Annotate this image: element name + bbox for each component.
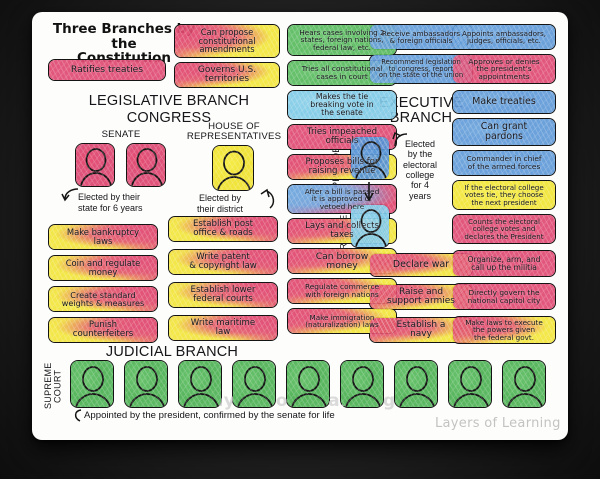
box-commander-in-chief: Commander in chief of the armed forces [452, 150, 556, 176]
president-arrow-icon [392, 131, 408, 147]
box-approves-appointments: Approves or denies the president's appoi… [452, 54, 556, 84]
person-icon [345, 366, 381, 407]
person-justice-4 [232, 360, 276, 408]
watermark-corner: Layers of Learning [435, 416, 561, 431]
box-establish-post-office: Establish post office & roads [168, 216, 278, 242]
box-patent-copyright-law: Write patent & copyright law [168, 249, 278, 275]
box-lays-collects-taxes: Lays and collects taxes [287, 218, 397, 244]
heading-congress: CONGRESS [126, 110, 212, 126]
person-vice-president [350, 204, 390, 248]
box-coin-regulate-money: Coin and regulate money [48, 255, 158, 281]
box-ratifies-treaties: Ratifies treaties [48, 59, 166, 81]
person-icon [354, 141, 388, 179]
person-icon [216, 150, 252, 190]
person-icon [354, 209, 388, 247]
heading-judicial-branch: JUDICIAL BRANCH [105, 344, 239, 360]
person-justice-9 [502, 360, 546, 408]
box-can-grant-pardons: Can grant pardons [452, 118, 556, 146]
box-make-treaties: Make treaties [452, 90, 556, 114]
box-create-standard-weights: Create standard weights & measures [48, 286, 158, 312]
person-icon [399, 366, 435, 407]
person-icon [79, 148, 113, 186]
box-regulate-commerce: Regulate commerce with foreign nations [287, 278, 397, 304]
judicial-arrow-icon [74, 409, 82, 422]
person-president [350, 136, 390, 180]
box-punish-counterfeiters: Punish counterfeiters [48, 317, 158, 343]
person-justice-7 [394, 360, 438, 408]
box-governs-territories: Governs U.S. territories [174, 62, 280, 88]
box-make-immigration-laws: Make immigration (naturalization) laws [287, 308, 397, 334]
person-icon [75, 366, 111, 407]
box-proposes-revenue-bills: Proposes bills for raising revenue [287, 154, 397, 180]
senate-arrow-icon [61, 188, 79, 202]
person-justice-1 [70, 360, 114, 408]
heading-supreme-court: SUPREME COURT [43, 362, 63, 410]
person-senator-2 [126, 143, 166, 187]
president-to-vp-arrow-icon [364, 182, 374, 202]
box-recommend-legislation: Recommend legislation to congress, repor… [369, 54, 473, 84]
person-icon [291, 366, 327, 407]
box-electoral-college-tie: If the electoral college votes tie, they… [452, 180, 556, 210]
box-tries-constitutional-cases: Tries all constitutional cases in court [287, 60, 397, 86]
box-hears-cases: Hears cases involving 2 states, foreign … [287, 24, 397, 56]
box-declare-war: Declare war [369, 253, 473, 277]
heading-house-of-representatives: HOUSE OF REPRESENTATIVES [186, 121, 282, 143]
box-tie-breaking-vote: Makes the tie breaking vote in the senat… [287, 90, 397, 120]
note-senate: Elected by their state for 6 years [78, 192, 143, 213]
box-write-maritime-law: Write maritime law [168, 315, 278, 341]
heading-legislative-branch: LEGISLATIVE BRANCH [88, 93, 250, 109]
person-justice-2 [124, 360, 168, 408]
person-icon [183, 366, 219, 407]
box-organize-militia: Organize, arm, and call up the militia [452, 250, 556, 277]
note-president: Elected by the electoral college for 4 y… [402, 139, 438, 201]
box-appoints-ambassadors: Appoints ambassadors, judges, officials,… [452, 24, 556, 50]
heading-senate: SENATE [101, 129, 141, 140]
person-justice-3 [178, 360, 222, 408]
box-govern-capital-city: Directly govern the national capitol cit… [452, 283, 556, 310]
note-judicial: Appointed by the president, confirmed by… [84, 410, 335, 421]
person-justice-6 [340, 360, 384, 408]
box-establish-lower-courts: Establish lower federal courts [168, 282, 278, 308]
poster-card: Three Branches by the Constitution Ratif… [32, 12, 568, 440]
box-execute-federal-powers: Make laws to execute the powers given th… [452, 316, 556, 344]
person-justice-8 [448, 360, 492, 408]
person-justice-5 [286, 360, 330, 408]
person-representative-1 [212, 145, 254, 191]
box-propose-amendments: Can propose constitutional amendments [174, 24, 280, 58]
box-counts-electoral-votes: Counts the electoral college votes and d… [452, 214, 556, 244]
person-icon [507, 366, 543, 407]
box-make-bankruptcy-laws: Make bankruptcy laws [48, 224, 158, 250]
house-arrow-icon [260, 188, 275, 209]
person-icon [237, 366, 273, 407]
poster-sheet: Three Branches by the Constitution Ratif… [32, 12, 568, 440]
page-title-line1: Three Branches by the [52, 21, 196, 52]
person-icon [130, 148, 164, 186]
heading-executive-branch: EXECUTIVE BRANCH [379, 95, 463, 127]
person-senator-1 [75, 143, 115, 187]
person-icon [129, 366, 165, 407]
box-approve-or-veto: After a bill is passed it is approved or… [287, 184, 397, 214]
person-icon [453, 366, 489, 407]
